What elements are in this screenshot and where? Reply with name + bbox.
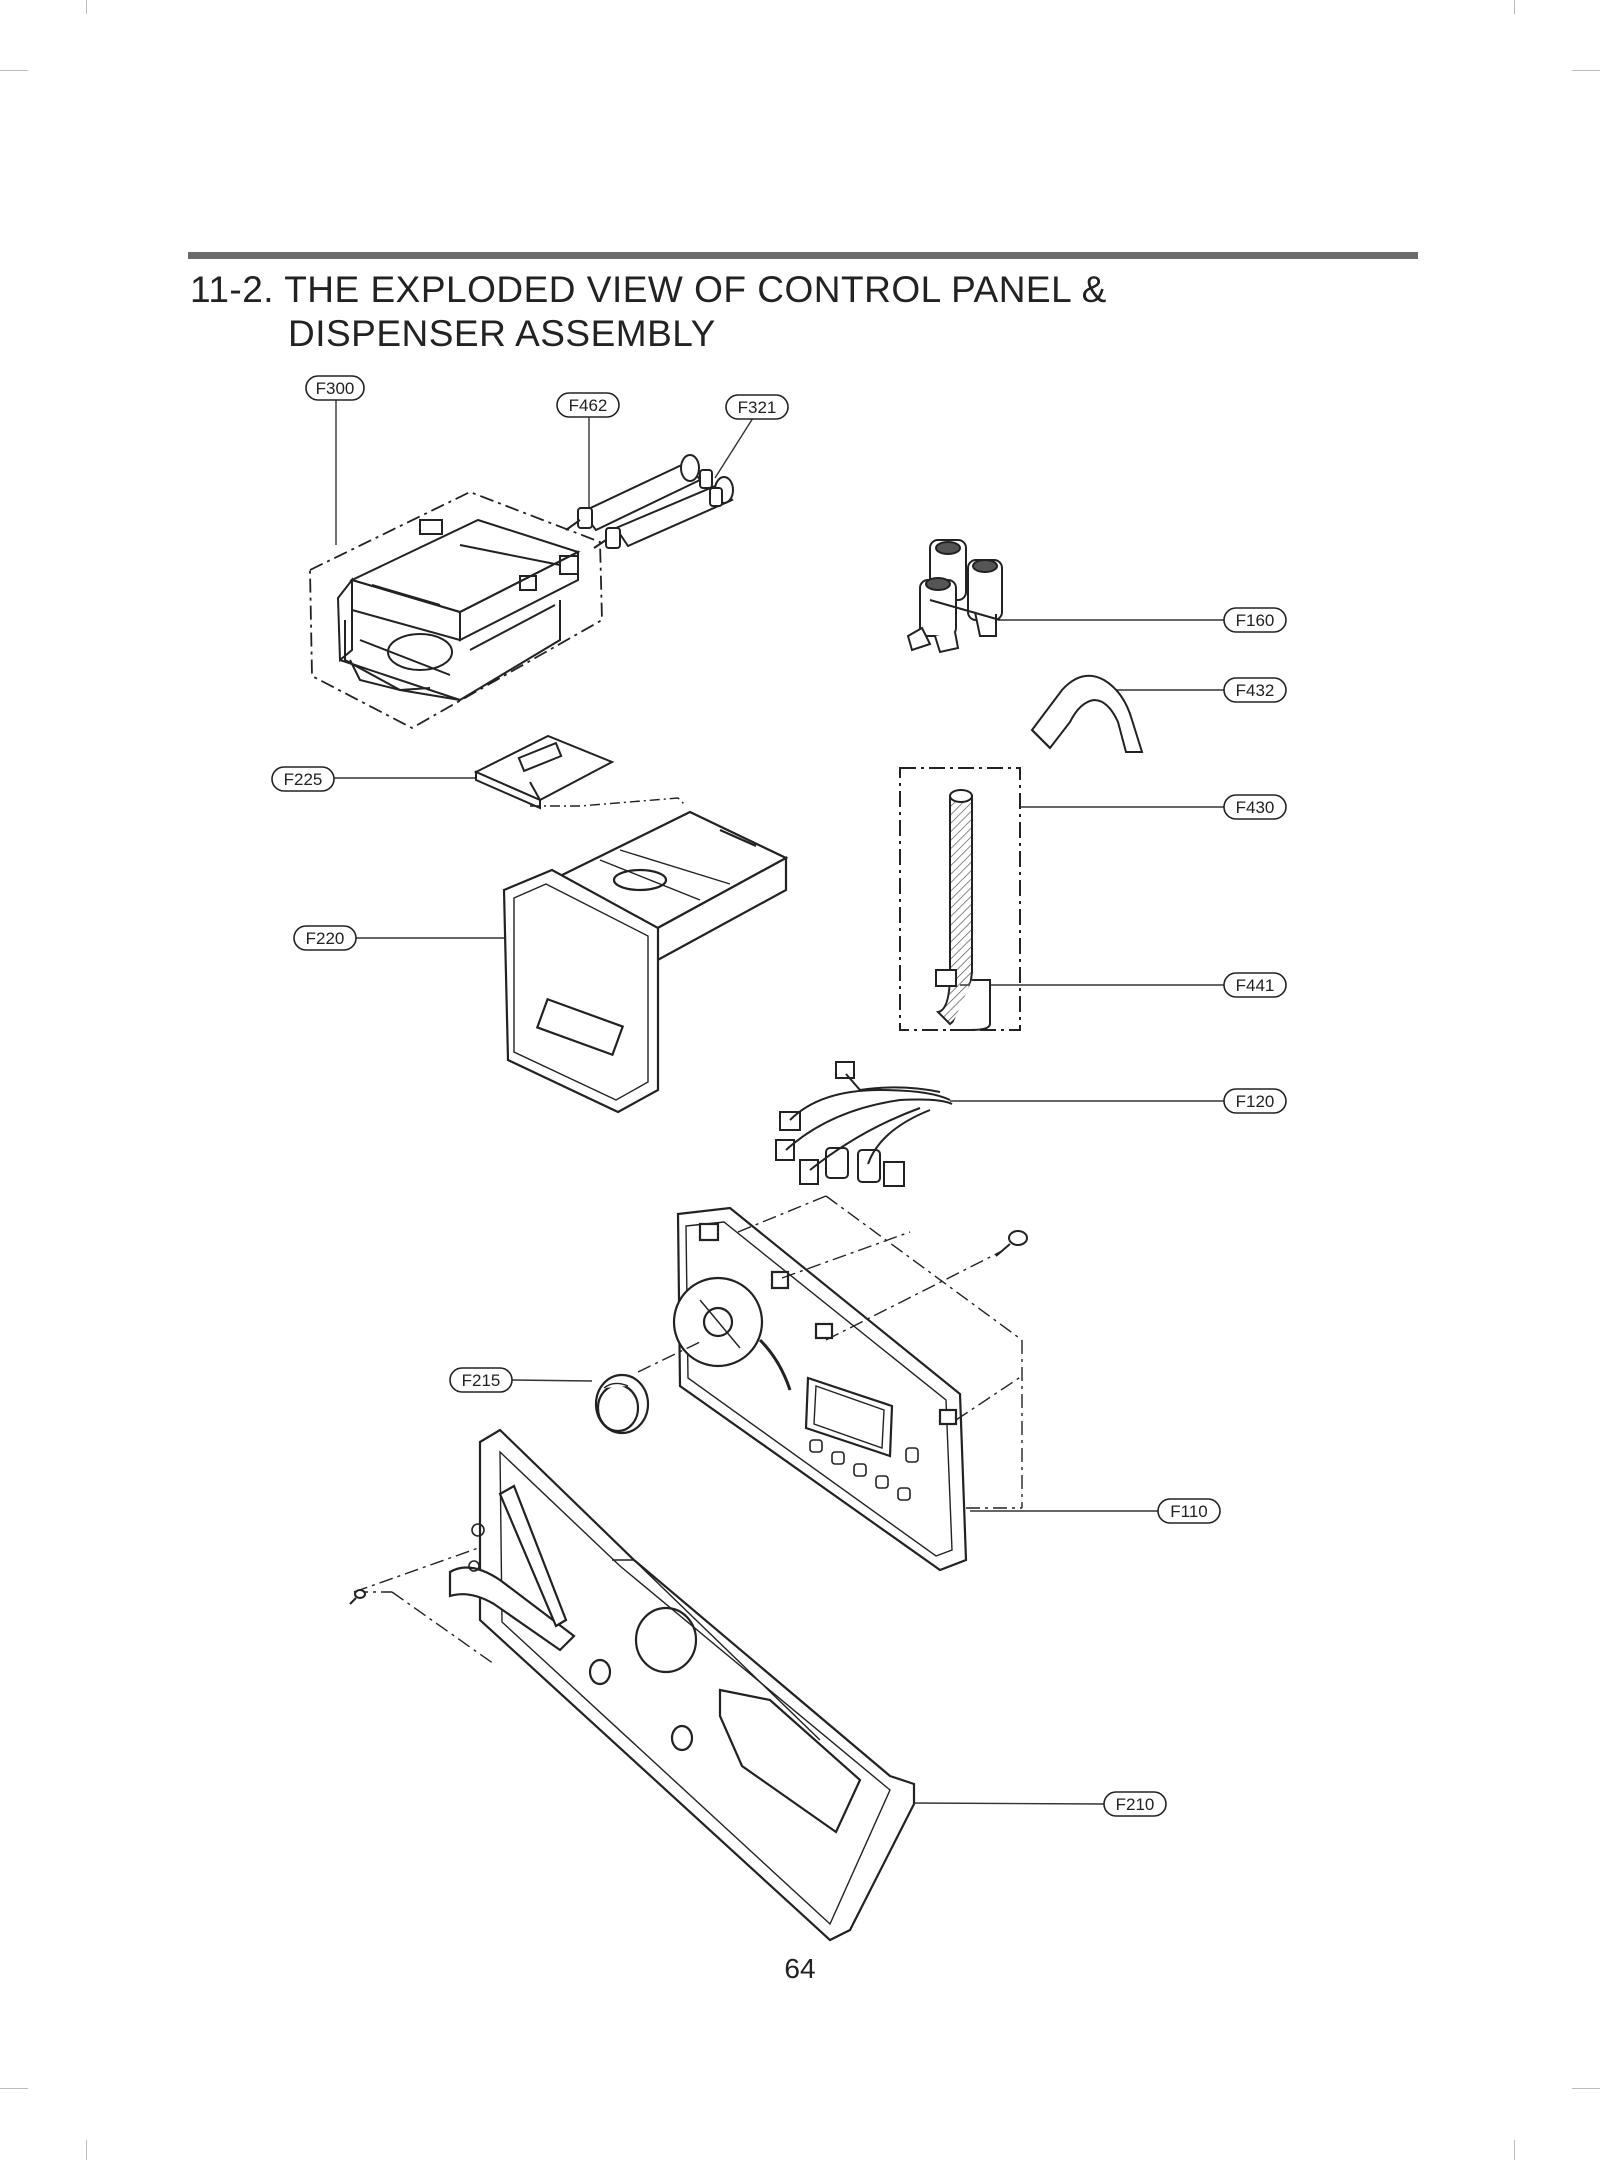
- page-title: 11-2. THE EXPLODED VIEW OF CONTROL PANEL…: [190, 268, 1107, 356]
- callout-f432: F432: [1236, 681, 1275, 700]
- callout-bubble-f225: [271, 766, 335, 792]
- callout-bubble-f210: [1103, 1791, 1167, 1817]
- callout-bubble-f300: [305, 375, 365, 401]
- callout-bubble-f160: [1223, 607, 1287, 633]
- crop-mark: [86, 0, 87, 14]
- callout-f215: F215: [462, 1371, 501, 1390]
- callout-bubble-f432: [1223, 677, 1287, 703]
- dispenser-housing: [309, 491, 603, 730]
- knob: [594, 1373, 650, 1435]
- drain-hose: [899, 767, 1021, 1031]
- water-valve: [906, 539, 1003, 654]
- callout-f220: F220: [306, 929, 345, 948]
- screw: [349, 1230, 1028, 1605]
- callout-f300: F300: [316, 379, 355, 398]
- callout-bubble-f462: [556, 392, 620, 418]
- callout-f210: F210: [1116, 1795, 1155, 1814]
- callout-f120: F120: [1236, 1092, 1275, 1111]
- pcb-frame: [672, 1206, 968, 1572]
- wire-harness: [775, 1061, 953, 1187]
- callout-f160: F160: [1236, 611, 1275, 630]
- inlet-hoses: [565, 454, 734, 549]
- assembly-line: [530, 797, 687, 807]
- callout-f462: F462: [569, 396, 608, 415]
- callout-bubble-f321: [725, 394, 789, 420]
- dispenser-insert: [473, 734, 615, 810]
- crop-mark: [0, 2088, 28, 2089]
- control-panel: [448, 1428, 916, 1942]
- hose-guide: [1030, 674, 1144, 753]
- callout-bubble-f215: [449, 1367, 513, 1393]
- title-line-2: DISPENSER ASSEMBLY: [288, 313, 716, 354]
- callout-bubble-f220: [293, 925, 357, 951]
- crop-mark: [86, 2140, 87, 2160]
- header-rule: [188, 252, 1418, 259]
- callout-f110: F110: [1170, 1502, 1208, 1521]
- callout-bubble-f441: [1223, 972, 1287, 998]
- crop-mark: [1514, 2140, 1515, 2160]
- callout-bubble-f110: [1157, 1498, 1221, 1524]
- leader-lines: [327, 399, 1226, 1805]
- crop-mark: [1514, 0, 1515, 14]
- dispenser-drawer: [502, 810, 789, 1114]
- crop-mark: [0, 70, 28, 71]
- crop-mark: [1572, 2088, 1600, 2089]
- page-number: 64: [784, 1953, 816, 1984]
- callout-bubble-f430: [1223, 794, 1287, 820]
- callout-f441: F441: [1236, 976, 1275, 995]
- callout-f430: F430: [1236, 798, 1275, 817]
- title-line-1: 11-2. THE EXPLODED VIEW OF CONTROL PANEL…: [190, 269, 1107, 310]
- callout-f321: F321: [738, 398, 777, 417]
- callout-bubble-f120: [1223, 1088, 1287, 1114]
- assembly-lines: [353, 1195, 1023, 1665]
- callout-f225: F225: [284, 770, 323, 789]
- crop-mark: [1572, 70, 1600, 71]
